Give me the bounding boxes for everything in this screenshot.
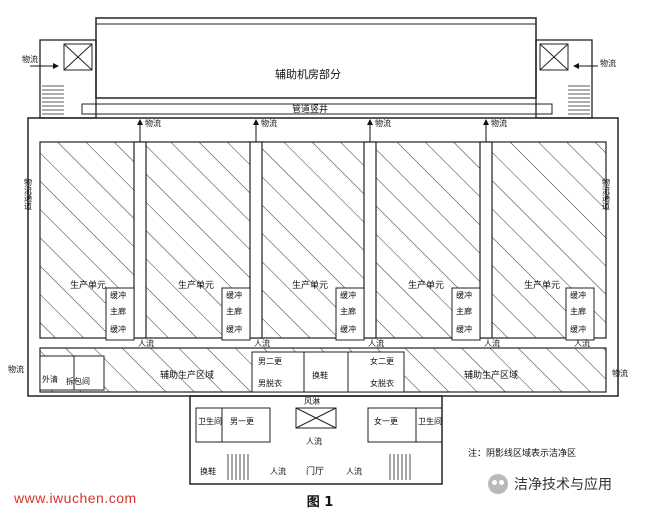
svg-text:生产单元: 生产单元: [70, 279, 106, 291]
svg-text:男脱衣: 男脱衣: [258, 378, 282, 388]
svg-text:外清: 外清: [42, 374, 58, 384]
svg-text:换鞋: 换鞋: [312, 370, 328, 380]
svg-text:女一更: 女一更: [374, 416, 398, 426]
flow-label-right: 物流: [612, 368, 628, 378]
aux-zone-labels: 外清 拆包间 辅助生产区域 辅助生产区域 男二更 男脱衣 换鞋 女二更 女脱衣: [42, 356, 518, 388]
svg-text:生产单元: 生产单元: [178, 279, 214, 291]
pipe-shaft-label: 管道竖井: [292, 103, 328, 115]
top-flow-arrows: [137, 119, 489, 142]
entrance-block: [189, 395, 443, 485]
svg-text:人流: 人流: [138, 338, 154, 348]
svg-text:缓冲: 缓冲: [456, 290, 472, 300]
wechat-icon: [488, 474, 508, 494]
svg-text:缓冲: 缓冲: [570, 324, 586, 334]
svg-text:人流: 人流: [346, 466, 362, 476]
svg-text:缓冲: 缓冲: [110, 324, 126, 334]
svg-text:缓冲: 缓冲: [110, 290, 126, 300]
person-flow-labels: 人流 人流 人流 人流 人流: [138, 338, 590, 348]
right-stair-block: [535, 39, 593, 119]
svg-text:物流: 物流: [491, 118, 507, 128]
svg-text:主廊: 主廊: [570, 306, 586, 316]
svg-text:拆包间: 拆包间: [66, 376, 90, 386]
svg-text:主廊: 主廊: [456, 306, 472, 316]
legend-note: 注：阴影线区域表示洁净区: [468, 447, 576, 459]
svg-text:辅助生产区域: 辅助生产区域: [464, 369, 518, 381]
flow-label-tl: 物流: [22, 54, 38, 64]
website-watermark: www.iwuchen.com: [14, 490, 137, 506]
figure-title: 图 1: [307, 495, 334, 510]
svg-text:人流: 人流: [484, 338, 500, 348]
svg-text:人流: 人流: [368, 338, 384, 348]
svg-text:女二更: 女二更: [370, 356, 394, 366]
svg-text:男二更: 男二更: [258, 357, 282, 366]
buffer-labels: 缓冲 主廊 缓冲 缓冲 主廊 缓冲 缓冲 主廊 缓冲 缓冲 主廊 缓冲 缓冲 主…: [110, 290, 586, 334]
flow-label-tr: 物流: [600, 58, 616, 68]
production-unit-labels: 生产单元 生产单元 生产单元 生产单元 生产单元: [70, 279, 560, 291]
svg-text:人流: 人流: [574, 338, 590, 348]
svg-text:物流: 物流: [261, 118, 277, 128]
svg-text:缓冲: 缓冲: [226, 324, 242, 334]
svg-text:门厅: 门厅: [306, 465, 324, 477]
svg-text:主廊: 主廊: [110, 306, 126, 316]
svg-text:缓冲: 缓冲: [456, 324, 472, 334]
svg-text:卫生间: 卫生间: [418, 416, 442, 426]
svg-text:人流: 人流: [270, 466, 286, 476]
svg-text:缓冲: 缓冲: [570, 290, 586, 300]
svg-text:辅助生产区域: 辅助生产区域: [160, 369, 214, 381]
svg-text:主廊: 主廊: [226, 306, 242, 316]
entrance-labels: 卫生间 男一更 女一更 卫生间 风淋 人流 门厅 人流 人流 换鞋: [198, 396, 442, 477]
wechat-account-name: 洁净技术与应用: [514, 477, 612, 493]
svg-text:生产单元: 生产单元: [408, 279, 444, 291]
svg-text:男一更: 男一更: [230, 417, 254, 426]
svg-text:生产单元: 生产单元: [524, 279, 560, 291]
buffer-boxes: [105, 287, 595, 341]
aux-zone-rooms: [39, 351, 405, 393]
wechat-watermark: 洁净技术与应用: [488, 474, 612, 494]
svg-text:人流: 人流: [306, 436, 322, 446]
svg-text:卫生间: 卫生间: [198, 416, 222, 426]
svg-text:生产单元: 生产单元: [292, 279, 328, 291]
svg-text:换鞋: 换鞋: [200, 466, 216, 476]
logistics-corridor-left: 物流通道: [24, 177, 33, 211]
svg-text:物流: 物流: [145, 118, 161, 128]
aux-machine-room: 辅助机房部分 管道竖井: [81, 17, 553, 115]
svg-text:缓冲: 缓冲: [340, 290, 356, 300]
aux-machine-label: 辅助机房部分: [275, 67, 341, 81]
flow-label-left: 物流: [8, 364, 24, 374]
left-stair-block: [39, 39, 97, 119]
svg-text:人流: 人流: [254, 338, 270, 348]
unit-dividers: [133, 141, 493, 339]
svg-text:缓冲: 缓冲: [226, 290, 242, 300]
svg-text:风淋: 风淋: [304, 396, 320, 406]
svg-text:物流: 物流: [375, 118, 391, 128]
svg-text:女脱衣: 女脱衣: [370, 378, 394, 388]
top-flow-labels: 物流 物流 物流 物流: [145, 118, 507, 128]
svg-text:缓冲: 缓冲: [340, 324, 356, 334]
logistics-corridor-right: 物流通道: [602, 177, 611, 211]
svg-text:主廊: 主廊: [340, 306, 356, 316]
